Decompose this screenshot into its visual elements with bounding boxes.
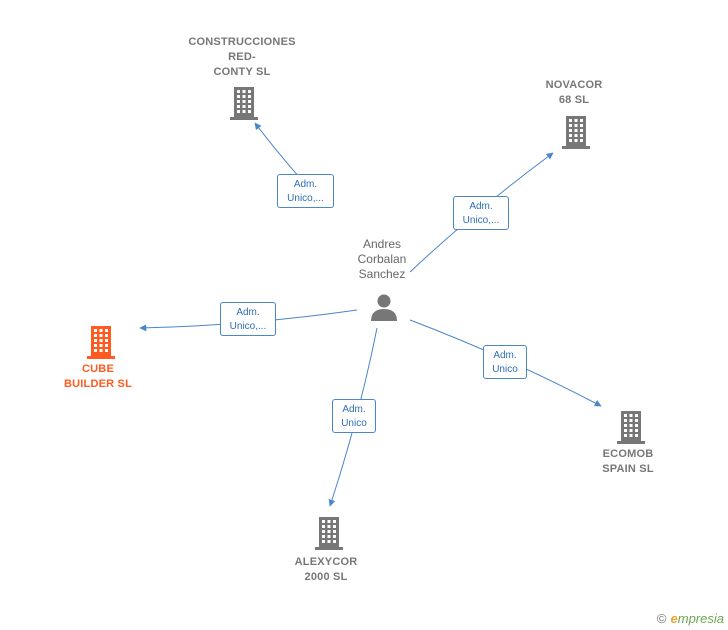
building-icon[interactable] bbox=[561, 115, 591, 154]
company-label-construcciones[interactable]: CONSTRUCCIONES RED- CONTY SL bbox=[182, 35, 302, 80]
company-label-line: RED- bbox=[228, 51, 256, 63]
company-label-line: CONTY SL bbox=[213, 66, 271, 78]
relation-label-line: Unico,... bbox=[462, 215, 500, 226]
relation-label-construcciones[interactable]: Adm. Unico,... bbox=[277, 174, 334, 208]
copyright-icon: © bbox=[656, 611, 667, 626]
building-icon[interactable] bbox=[229, 86, 259, 125]
company-label-line: SPAIN SL bbox=[602, 463, 654, 475]
building-icon[interactable] bbox=[86, 325, 116, 364]
relation-label-line: Unico,... bbox=[287, 193, 324, 204]
company-label-ecomob[interactable]: ECOMOB SPAIN SL bbox=[588, 447, 668, 477]
company-label-line: ECOMOB bbox=[602, 448, 654, 460]
brand-logo-text: mpresia bbox=[677, 611, 724, 626]
company-label-line: 68 SL bbox=[558, 94, 590, 106]
brand-logo-e: e bbox=[670, 611, 678, 626]
company-label-line: BUILDER SL bbox=[64, 378, 132, 390]
company-label-line: CUBE bbox=[82, 363, 114, 375]
relation-label-novacor[interactable]: Adm. Unico,... bbox=[453, 196, 509, 230]
relation-label-line: Adm. bbox=[342, 404, 366, 415]
relation-label-line: Adm. bbox=[469, 201, 493, 212]
relation-label-line: Unico,... bbox=[229, 321, 267, 332]
building-icon[interactable] bbox=[314, 516, 344, 555]
company-label-novacor[interactable]: NOVACOR 68 SL bbox=[534, 78, 614, 108]
company-label-cube[interactable]: CUBE BUILDER SL bbox=[48, 362, 148, 392]
person-name[interactable]: Andres Corbalan Sanchez bbox=[357, 237, 407, 281]
relation-label-line: Adm. bbox=[236, 307, 260, 318]
relation-label-ecomob[interactable]: Adm. Unico bbox=[483, 345, 527, 379]
company-label-line: 2000 SL bbox=[304, 571, 348, 583]
relation-label-line: Unico bbox=[492, 364, 518, 375]
brand-footer: ©empresia bbox=[657, 611, 724, 626]
relation-label-line: Adm. bbox=[293, 179, 318, 190]
company-label-line: NOVACOR bbox=[545, 79, 603, 91]
relation-label-line: Adm. bbox=[493, 350, 517, 361]
company-label-alexycor[interactable]: ALEXYCOR 2000 SL bbox=[284, 555, 368, 585]
relation-label-alexycor[interactable]: Adm. Unico bbox=[332, 399, 376, 433]
company-label-line: CONSTRUCCIONES bbox=[188, 36, 296, 48]
company-label-line: ALEXYCOR bbox=[294, 556, 358, 568]
relation-label-cube[interactable]: Adm. Unico,... bbox=[220, 302, 276, 336]
person-icon[interactable] bbox=[369, 292, 399, 322]
building-icon[interactable] bbox=[616, 410, 646, 449]
relation-label-line: Unico bbox=[341, 418, 367, 429]
